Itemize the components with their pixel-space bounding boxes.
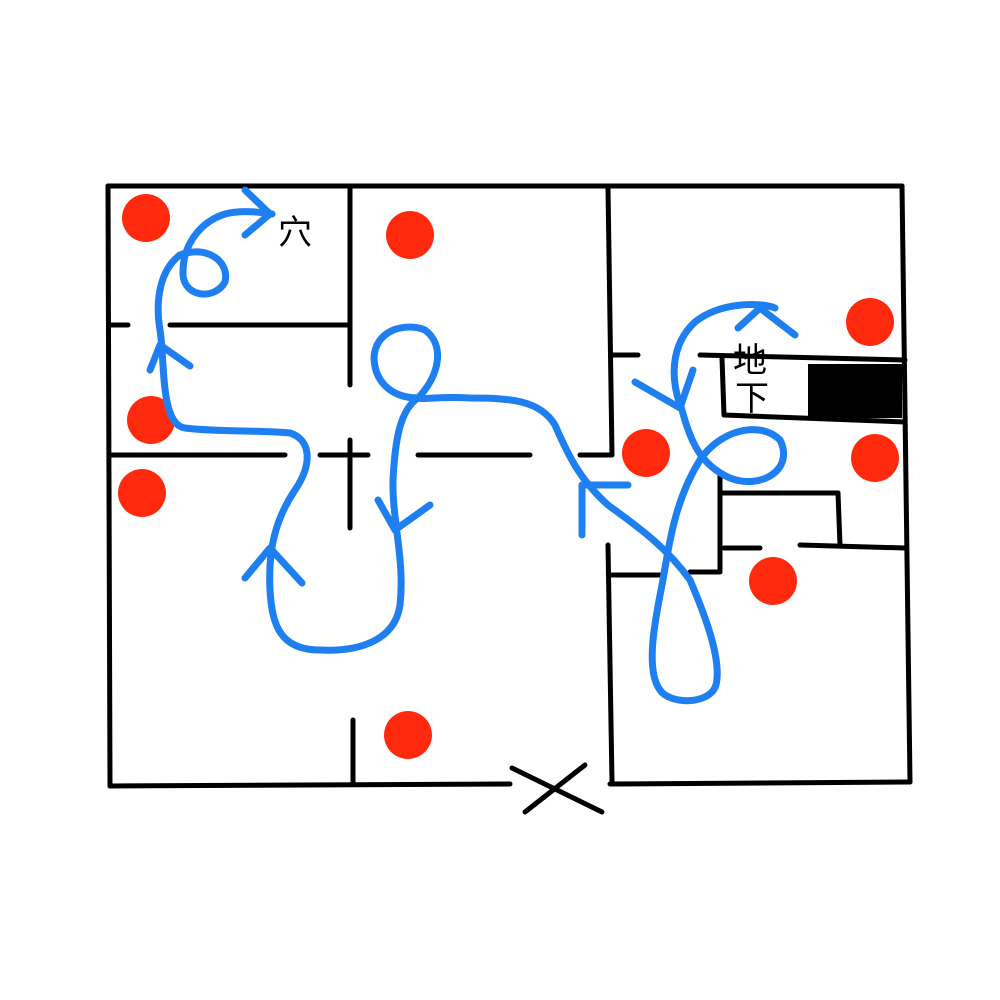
route-path (648, 301, 788, 694)
wall-right-basement-left (719, 355, 727, 418)
wall-right-closet-bottom-b (797, 542, 908, 551)
hole-label: 穴 (278, 213, 312, 253)
marker (118, 469, 166, 517)
arrow-icon (146, 341, 194, 374)
basement-block (808, 364, 902, 418)
route-path (176, 208, 276, 298)
marker (846, 298, 894, 346)
marker (386, 211, 434, 259)
route-path (414, 393, 721, 705)
arrow-icon (631, 366, 697, 412)
marker (749, 557, 797, 605)
route-path (370, 323, 442, 402)
walls (105, 183, 913, 789)
markers (118, 194, 899, 759)
basement-label-bottom: 下 (735, 379, 769, 419)
x-mark-icon (509, 762, 605, 815)
arrow-icon (734, 304, 799, 339)
wall-central-upper (605, 185, 615, 458)
wall-right-basement-bottom (721, 412, 908, 425)
marker (122, 194, 170, 242)
route (146, 186, 799, 705)
outer-wall-right (899, 183, 913, 785)
wall-central-lower (605, 542, 615, 785)
outer-wall-bottom-left (107, 781, 513, 789)
marker (384, 711, 432, 759)
marker (127, 396, 175, 444)
arrow-icon (374, 496, 434, 534)
arrow-icon (241, 544, 306, 587)
arrow-icon (578, 481, 632, 539)
wall-right-closet-right (835, 490, 843, 548)
basement-label-top: 地 (733, 341, 767, 381)
outer-wall-bottom-right (607, 779, 913, 787)
outer-wall-left (105, 183, 113, 789)
wall-right-basement-top (697, 352, 908, 363)
marker (622, 429, 670, 477)
marker (851, 434, 899, 482)
arrow-icon (241, 186, 274, 239)
